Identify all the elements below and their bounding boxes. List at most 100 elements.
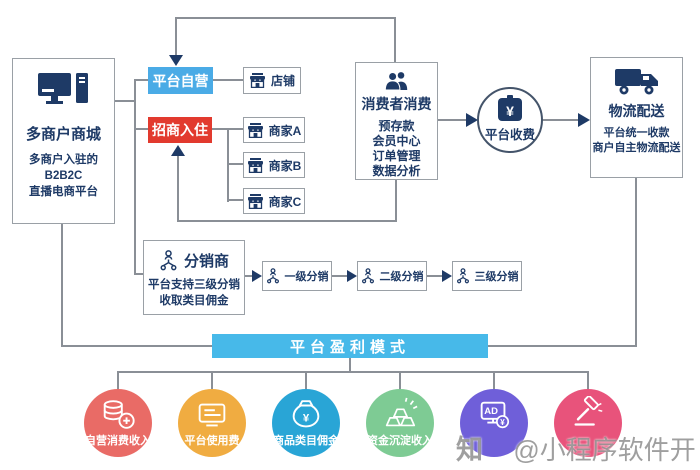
connector	[213, 79, 243, 81]
connector	[135, 273, 144, 275]
distributor-box: 分销商 平台支持三级分销 收取类目佣金	[143, 240, 245, 315]
consumer-feature: 会员中心	[372, 134, 421, 148]
connector	[305, 371, 307, 390]
connector	[117, 371, 119, 390]
arrow-right-icon	[442, 270, 452, 282]
profit-circle-auction	[554, 389, 622, 457]
connector	[587, 371, 589, 390]
connector	[134, 79, 136, 275]
profit-banner: 平台盈利模式	[212, 334, 488, 358]
connector	[399, 371, 401, 390]
mall-title: 多商户商城	[25, 126, 101, 143]
arrow-up-icon	[171, 145, 185, 156]
ad-screen-icon: AD ¥	[480, 401, 510, 429]
distributor-desc-line2: 收取类目佣金	[159, 295, 229, 307]
connector	[493, 371, 495, 390]
logistics-desc-line1: 平台统一收款	[603, 127, 670, 139]
connector	[427, 275, 443, 277]
logistics-desc-line2: 商户自主物流配送	[592, 142, 681, 154]
shop-box: 店铺	[243, 67, 301, 94]
distribution-network-icon	[456, 268, 469, 284]
merchant-b-label: 商家B	[268, 158, 302, 173]
platform-fee-node: ¥ 平台收费	[477, 87, 543, 153]
gold-bars-icon	[385, 397, 418, 427]
distributor-title: 分销商	[183, 253, 229, 270]
profit-circle-self-consumption: 自营消费收入	[84, 389, 152, 457]
merchant-a-box: 商家A	[243, 117, 305, 143]
arrow-down-icon	[169, 55, 183, 66]
connector	[245, 275, 253, 277]
profit-circle-ad: AD ¥	[460, 389, 528, 457]
logistics-box: 物流配送 平台统一收款 商户自主物流配送	[590, 57, 683, 178]
coins-plus-icon	[103, 400, 135, 429]
connector	[542, 119, 579, 121]
connector	[177, 154, 179, 222]
connector	[212, 128, 229, 130]
consumer-feature: 预存款	[378, 119, 415, 133]
payment-terminal-icon	[198, 403, 226, 427]
merchant-c-label: 商家C	[268, 194, 302, 209]
storefront-icon	[249, 73, 265, 88]
yen-symbol: ¥	[506, 103, 514, 119]
platform-fee-label: 平台收费	[484, 128, 535, 142]
consumer-box: 消费者消费 预存款 会员中心 订单管理 数据分析	[355, 62, 438, 180]
connector	[635, 178, 637, 347]
merchant-recruit-tag: 招商入住	[148, 117, 212, 143]
mall-box: 多商户商城 多商户入驻的B2B2C 直播电商平台	[12, 58, 115, 224]
watermark-brand: 知乎	[456, 435, 483, 465]
connector	[115, 100, 135, 102]
level3-label: 三级分销	[474, 271, 519, 283]
profit-label: 自营消费收入	[85, 435, 151, 447]
yen-symbol: ¥	[500, 418, 505, 427]
consumer-feature: 订单管理	[372, 149, 421, 163]
connector	[227, 128, 229, 202]
yen-symbol: ¥	[303, 413, 310, 425]
connector	[349, 358, 351, 372]
connector	[136, 79, 148, 81]
connector	[117, 371, 589, 373]
arrow-right-icon	[252, 270, 262, 282]
self-operated-tag: 平台自营	[148, 67, 213, 94]
merchant-b-box: 商家B	[243, 152, 305, 178]
connector	[394, 17, 396, 62]
level1-label: 一级分销	[284, 271, 329, 283]
yen-badge-icon: ¥	[498, 95, 522, 121]
watermark: 知乎 @小程序软件开发	[456, 428, 700, 470]
level2-label: 二级分销	[379, 271, 424, 283]
truck-icon	[614, 69, 658, 95]
arrow-right-icon	[347, 270, 357, 282]
profit-label: 资金沉淀收入	[367, 435, 433, 447]
connector	[61, 345, 212, 347]
arrow-right-icon	[578, 113, 590, 127]
connector	[229, 128, 243, 130]
money-bag-icon: ¥	[292, 400, 320, 428]
connector	[438, 119, 467, 121]
level1-box: 一级分销	[262, 261, 332, 291]
profit-label: 平台使用费	[184, 435, 240, 447]
ad-text: AD	[484, 406, 498, 417]
mall-desc-line1: 多商户入驻的B2B2C	[29, 154, 98, 182]
gavel-icon	[574, 396, 603, 426]
people-icon	[384, 71, 407, 90]
connector	[332, 275, 348, 277]
connector	[229, 199, 243, 201]
profit-circle-capital-income: 资金沉淀收入	[366, 389, 434, 457]
computer-icon	[37, 73, 88, 104]
storefront-icon	[247, 193, 263, 209]
connector	[211, 371, 213, 390]
connector	[229, 163, 243, 165]
consumer-title: 消费者消费	[361, 96, 432, 112]
consumer-feature: 数据分析	[372, 164, 421, 178]
level2-box: 二级分销	[357, 261, 427, 291]
connector	[175, 17, 396, 19]
connector	[177, 220, 397, 222]
level3-box: 三级分销	[452, 261, 522, 291]
storefront-icon	[247, 157, 263, 173]
profit-circle-category-commission: ¥ 商品类目佣金	[272, 389, 340, 457]
profit-label: 商品类目佣金	[273, 435, 339, 447]
logistics-title: 物流配送	[608, 103, 665, 119]
merchant-a-label: 商家A	[268, 123, 302, 138]
distribution-network-icon	[266, 268, 279, 284]
arrow-right-icon	[466, 113, 478, 127]
